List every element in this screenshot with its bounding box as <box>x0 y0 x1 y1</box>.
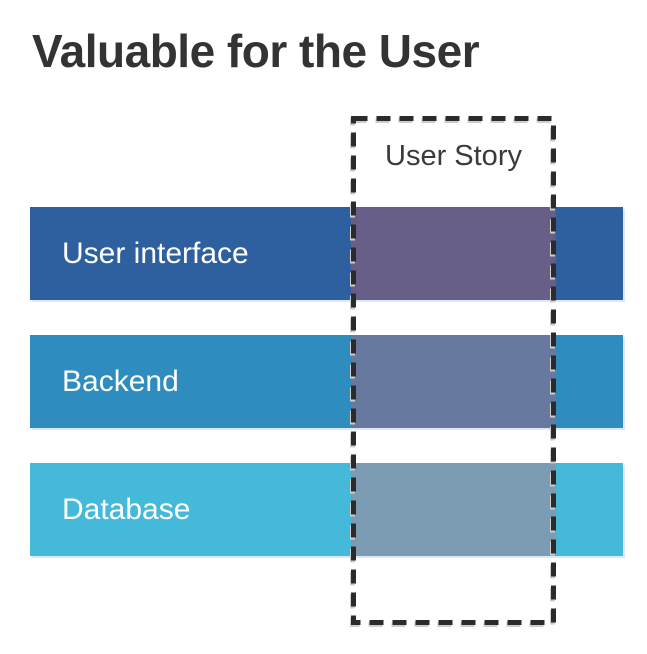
user-story-dashed-border <box>351 116 556 625</box>
page-title: Valuable for the User <box>32 25 480 77</box>
user-story-overlap-backend <box>351 335 556 428</box>
layer-bar-database: Database <box>30 463 623 556</box>
user-story-label: User Story <box>385 140 522 172</box>
layer-bar-user-interface: User interface <box>30 207 623 300</box>
user-story-slice: User Story <box>351 116 556 625</box>
user-story-overlap-user-interface <box>351 207 556 300</box>
layer-label-backend: Backend <box>62 364 179 398</box>
layer-bar-backend: Backend <box>30 335 623 428</box>
dashed-rect <box>351 116 556 625</box>
layer-label-user-interface: User interface <box>62 236 249 270</box>
user-story-overlap-database <box>351 463 556 556</box>
layer-label-database: Database <box>62 492 191 526</box>
